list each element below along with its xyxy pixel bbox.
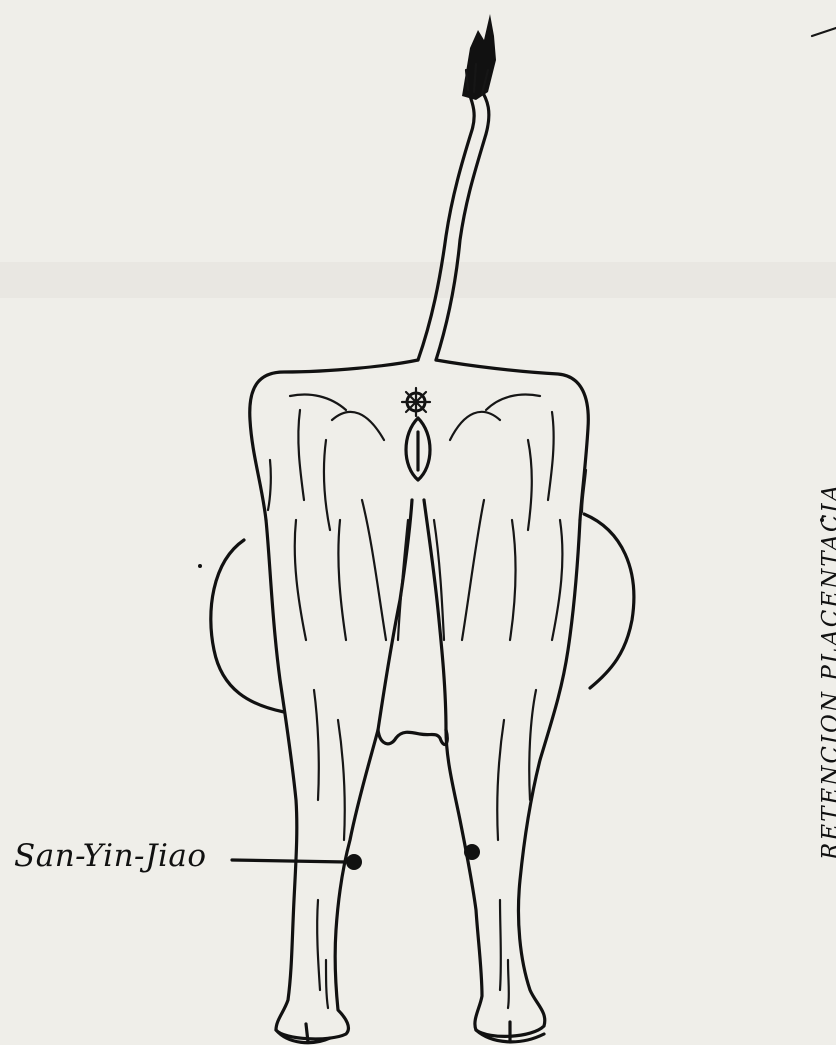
vulva	[406, 418, 430, 480]
tail-switch	[462, 14, 496, 100]
udder	[378, 730, 447, 744]
left-leg-outline	[266, 520, 378, 1039]
tail	[418, 78, 489, 360]
stray-mark	[198, 564, 202, 568]
acupoint-label: San-Yin-Jiao	[14, 838, 207, 874]
paper-smudge	[0, 262, 836, 298]
corner-mark	[812, 28, 836, 36]
acupoint-leader-line	[232, 860, 346, 862]
tail-head-detail	[402, 388, 430, 416]
right-flank	[584, 514, 634, 688]
acupoint-marker-left	[346, 854, 362, 870]
acupoint-marker-right	[464, 844, 480, 860]
muscle-contours	[268, 395, 586, 1008]
diagram-title: RETENCION PLACENTACIA	[818, 483, 836, 860]
